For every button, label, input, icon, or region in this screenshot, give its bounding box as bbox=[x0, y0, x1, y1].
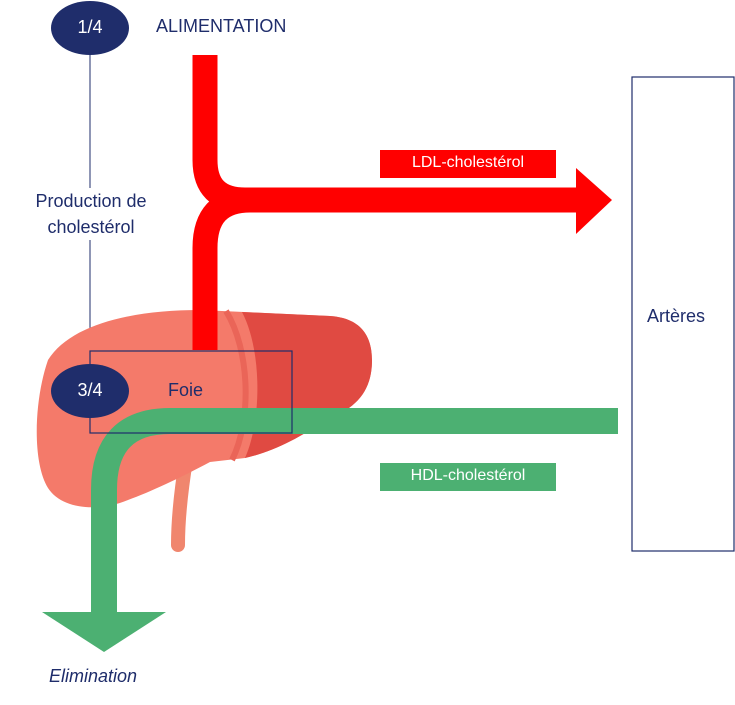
badge-top-label: 1/4 bbox=[77, 17, 103, 37]
ldl-label-bg bbox=[380, 150, 556, 178]
production-label-line2: cholestérol bbox=[47, 217, 135, 237]
alimentation-label: ALIMENTATION bbox=[156, 16, 287, 36]
hdl-label: HDL-cholestérol bbox=[410, 467, 526, 484]
ldl-flow-liver bbox=[192, 187, 251, 350]
badge-liver-ellipse bbox=[51, 364, 129, 418]
ldl-flow-alimentation bbox=[192, 55, 580, 213]
elimination-arrowhead bbox=[42, 612, 166, 652]
hdl-flow bbox=[91, 408, 618, 618]
badge-liver-label: 3/4 bbox=[77, 380, 103, 400]
ldl-arrowhead bbox=[576, 168, 612, 234]
foie-label: Foie bbox=[168, 380, 204, 400]
production-label: Production de cholestérol bbox=[18, 188, 164, 240]
hdl-label-bg bbox=[380, 463, 556, 491]
arteries-box bbox=[631, 76, 735, 552]
liver-right-lobe bbox=[242, 312, 372, 458]
elimination-label: Elimination bbox=[49, 666, 138, 686]
arteres-label: Artères bbox=[647, 306, 706, 326]
badge-top-ellipse bbox=[51, 1, 129, 55]
production-label-line1: Production de bbox=[35, 191, 147, 211]
ldl-label: LDL-cholestérol bbox=[411, 154, 525, 171]
liver-lobe-shade bbox=[223, 309, 249, 462]
